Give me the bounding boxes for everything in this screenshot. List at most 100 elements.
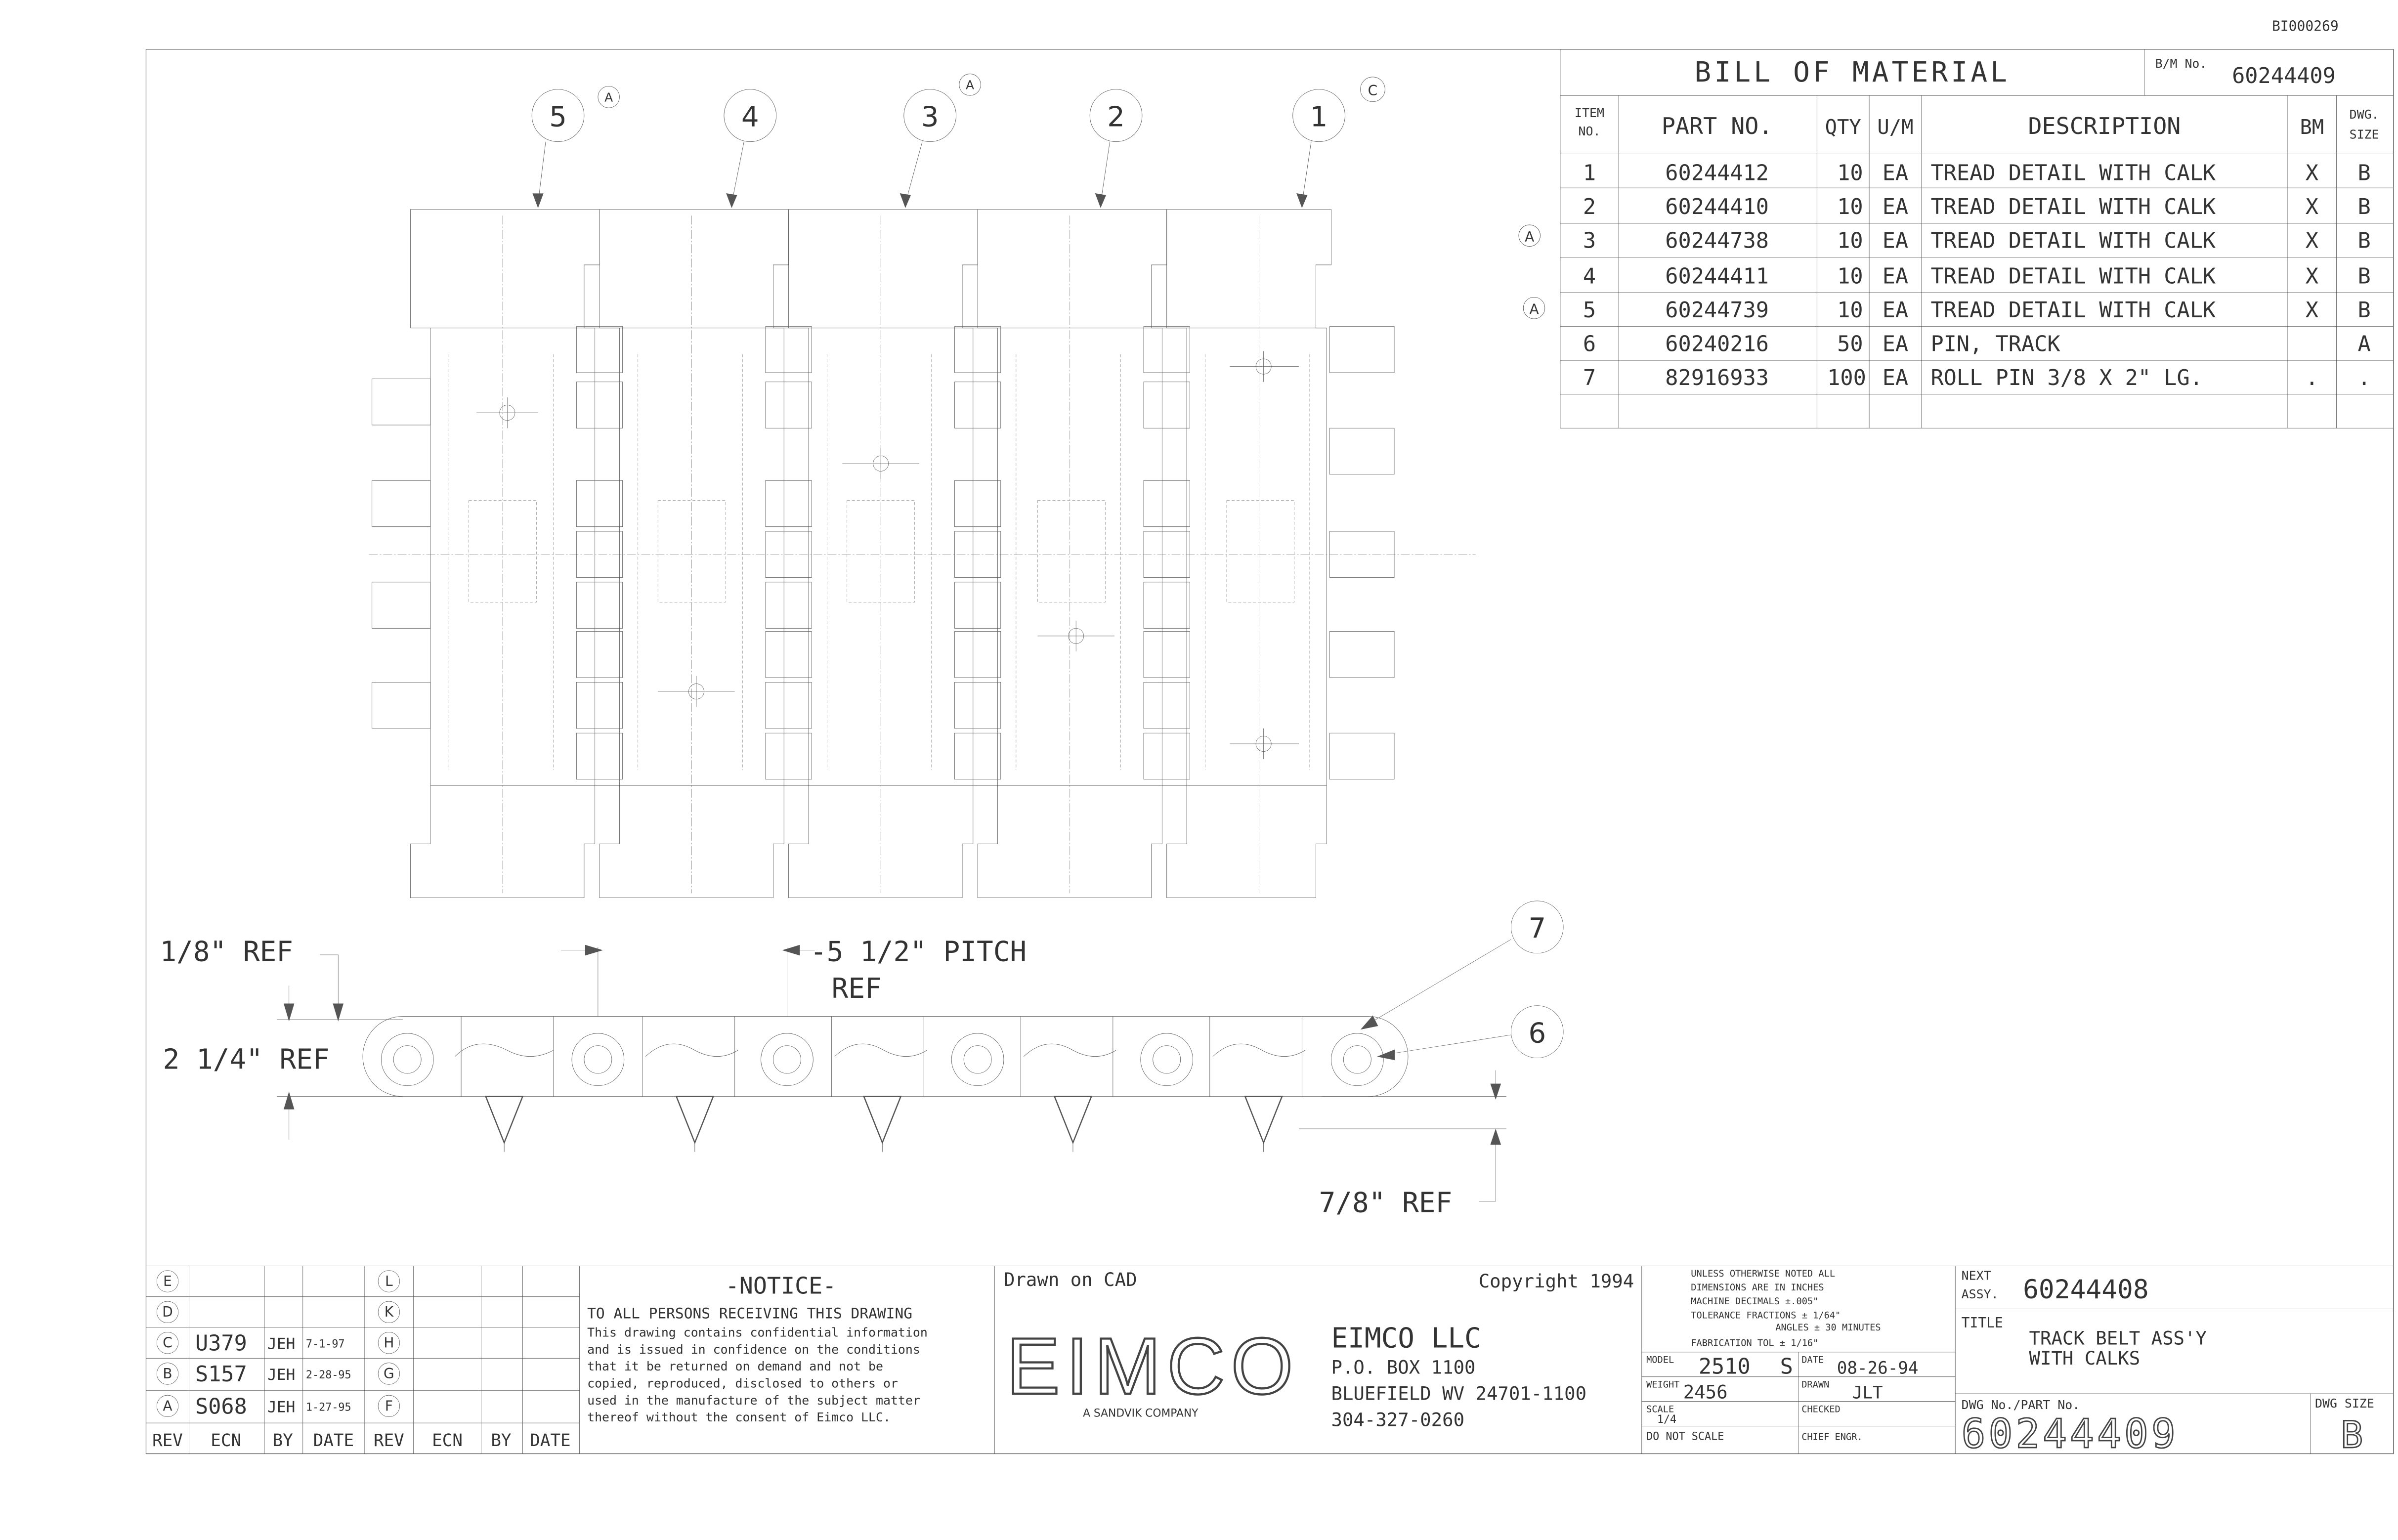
- revision-letter-markers: [157, 1271, 399, 1417]
- bom-cell-desc: TREAD DETAIL WITH CALK: [1930, 161, 2216, 186]
- bom-cell-part: 60240216: [1665, 332, 1769, 356]
- bom-cell-qty: 10: [1837, 161, 1863, 186]
- notice-line: and is issued in confidence on the condi…: [587, 1342, 920, 1357]
- tolerance-line: UNLESS OTHERWISE NOTED ALL: [1691, 1269, 1835, 1279]
- bom-header-qty: QTY: [1825, 115, 1861, 139]
- bom-row: 4 60244411 10 EA TREAD DETAIL WITH CALK …: [1583, 264, 2371, 289]
- bom-cell-bm: X: [2306, 298, 2318, 323]
- bom-cell-desc: TREAD DETAIL WITH CALK: [1930, 298, 2216, 323]
- dimension-lines: [277, 901, 1563, 1201]
- hinge-pins: [381, 1033, 1383, 1086]
- drawing-title-line-1: TRACK BELT ASS'Y: [2029, 1327, 2207, 1349]
- next-assy-label-2: ASSY.: [1962, 1287, 1999, 1301]
- checked-label: CHECKED: [1801, 1404, 1841, 1414]
- hinge-lugs: [372, 327, 1394, 779]
- notice-line: used in the manufacture of the subject m…: [587, 1393, 920, 1408]
- bom-number-label: B/M No.: [2155, 56, 2207, 71]
- weight-value: 2456: [1683, 1381, 1728, 1403]
- model-value: 2510: [1699, 1354, 1751, 1379]
- revision-marker-letter: A: [1525, 229, 1534, 245]
- balloon-item-7: 7: [1528, 913, 1546, 945]
- calk-teeth: [485, 1096, 1283, 1152]
- bom-cell-qty: 10: [1837, 264, 1863, 289]
- balloon-item-3: 3: [921, 101, 939, 133]
- bom-cell-size: B: [2357, 298, 2370, 323]
- rev-c-date: 7-1-97: [306, 1338, 345, 1350]
- balloon-item-5-rev: A: [604, 90, 613, 105]
- bom-row: 1 60244412 10 EA TREAD DETAIL WITH CALK …: [1583, 161, 2371, 186]
- track-belt-side-view: [363, 1017, 1408, 1152]
- bom-cell-part: 60244410: [1665, 195, 1769, 219]
- bom-cell-size: B: [2357, 264, 2370, 289]
- tolerance-line: DIMENSIONS ARE IN INCHES: [1691, 1283, 1824, 1293]
- rev-b-date: 2-28-95: [306, 1369, 351, 1381]
- model-label: MODEL: [1646, 1355, 1674, 1366]
- copyright: Copyright 1994: [1479, 1270, 1634, 1292]
- rev-letter-h: H: [384, 1334, 394, 1351]
- bom-cell-part: 60244412: [1665, 161, 1769, 186]
- bom-cell-desc: ROLL PIN 3/8 X 2" LG.: [1930, 366, 2202, 390]
- dim-7-8-ref: 7/8" REF: [1319, 1187, 1453, 1219]
- notice-line: copied, reproduced, disclosed to others …: [587, 1376, 898, 1390]
- dwg-size: B: [2341, 1413, 2363, 1456]
- rev-header-by-2: BY: [491, 1431, 511, 1451]
- revision-marker: [1523, 297, 1545, 319]
- bom-cell-size: B: [2357, 195, 2370, 219]
- bom-title: BILL OF MATERIAL: [1695, 56, 2011, 88]
- revision-marker-letter: A: [1529, 301, 1539, 318]
- bom-header-bm: BM: [2300, 115, 2324, 139]
- tread-plate-3: [789, 210, 978, 898]
- balloon-item-2: 2: [1107, 101, 1125, 133]
- bom-cell-item: 5: [1583, 298, 1596, 323]
- drawn-label: DRAWN: [1801, 1380, 1829, 1390]
- bom-cell-um: EA: [1883, 366, 1908, 390]
- bom-cell-item: 2: [1583, 195, 1596, 219]
- date-value: 08-26-94: [1837, 1358, 1919, 1378]
- bom-cell-desc: TREAD DETAIL WITH CALK: [1930, 229, 2216, 254]
- bom-header-dwg-size-2: SIZE: [2350, 127, 2379, 141]
- bom-cell-um: EA: [1883, 195, 1908, 219]
- title-strip-frame: [146, 1266, 2393, 1454]
- tread-plate-2: [978, 210, 1167, 898]
- bom-cell-item: 6: [1583, 332, 1596, 356]
- eimco-logo: EIMCO: [1007, 1322, 1299, 1411]
- bom-cell-size: .: [2357, 366, 2370, 390]
- bom-row: A 3 60244738 10 EA TREAD DETAIL WITH CAL…: [1519, 225, 2371, 254]
- bom-cell-qty: 100: [1827, 366, 1866, 390]
- rev-letter-e: E: [163, 1273, 172, 1289]
- notice-title: -NOTICE-: [726, 1273, 837, 1299]
- balloon-item-1: 1: [1310, 101, 1328, 133]
- bom-header-um: U/M: [1877, 115, 1913, 139]
- rev-a-by: JEH: [267, 1398, 295, 1416]
- tolerance-line: FABRICATION TOL ± 1/16": [1691, 1338, 1818, 1348]
- bom-cell-item: 4: [1583, 264, 1596, 289]
- bom-cell-um: EA: [1883, 161, 1908, 186]
- rev-letter-f: F: [385, 1398, 393, 1414]
- bom-header-part-no: PART NO.: [1662, 113, 1773, 140]
- bom-cell-qty: 10: [1837, 195, 1863, 219]
- bom-cell-um: EA: [1883, 229, 1908, 254]
- rev-a-date: 1-27-95: [306, 1401, 351, 1413]
- rev-letter-k: K: [385, 1304, 394, 1320]
- revision-marker: [1519, 225, 1541, 247]
- rev-header-rev: REV: [152, 1431, 183, 1451]
- bom-cell-size: A: [2357, 332, 2370, 356]
- title-label: TITLE: [1962, 1315, 2003, 1331]
- tolerance-line: ANGLES ± 30 MINUTES: [1775, 1323, 1881, 1333]
- tolerance-line: TOLERANCE FRACTIONS ± 1/64": [1691, 1310, 1841, 1321]
- bom-row: A 5 60244739 10 EA TREAD DETAIL WITH CAL…: [1523, 297, 2371, 323]
- rev-c-by: JEH: [267, 1335, 295, 1353]
- bom-row: 7 82916933 100 EA ROLL PIN 3/8 X 2" LG. …: [1583, 366, 2371, 390]
- rev-letter-b: B: [163, 1366, 172, 1382]
- drawing-title-line-2: WITH CALKS: [2029, 1347, 2141, 1369]
- bom-cell-size: B: [2357, 161, 2370, 186]
- tread-plate-4: [600, 210, 789, 898]
- dwg-size-label: DWG SIZE: [2315, 1396, 2374, 1411]
- notice-line: that it be returned on demand and not be: [587, 1359, 883, 1373]
- balloon-item-6: 6: [1528, 1017, 1546, 1049]
- rev-header-date: DATE: [313, 1431, 354, 1451]
- company-city: BLUEFIELD WV 24701-1100: [1331, 1382, 1586, 1404]
- bom-cell-um: EA: [1883, 264, 1908, 289]
- scale-label: SCALE: [1646, 1404, 1674, 1414]
